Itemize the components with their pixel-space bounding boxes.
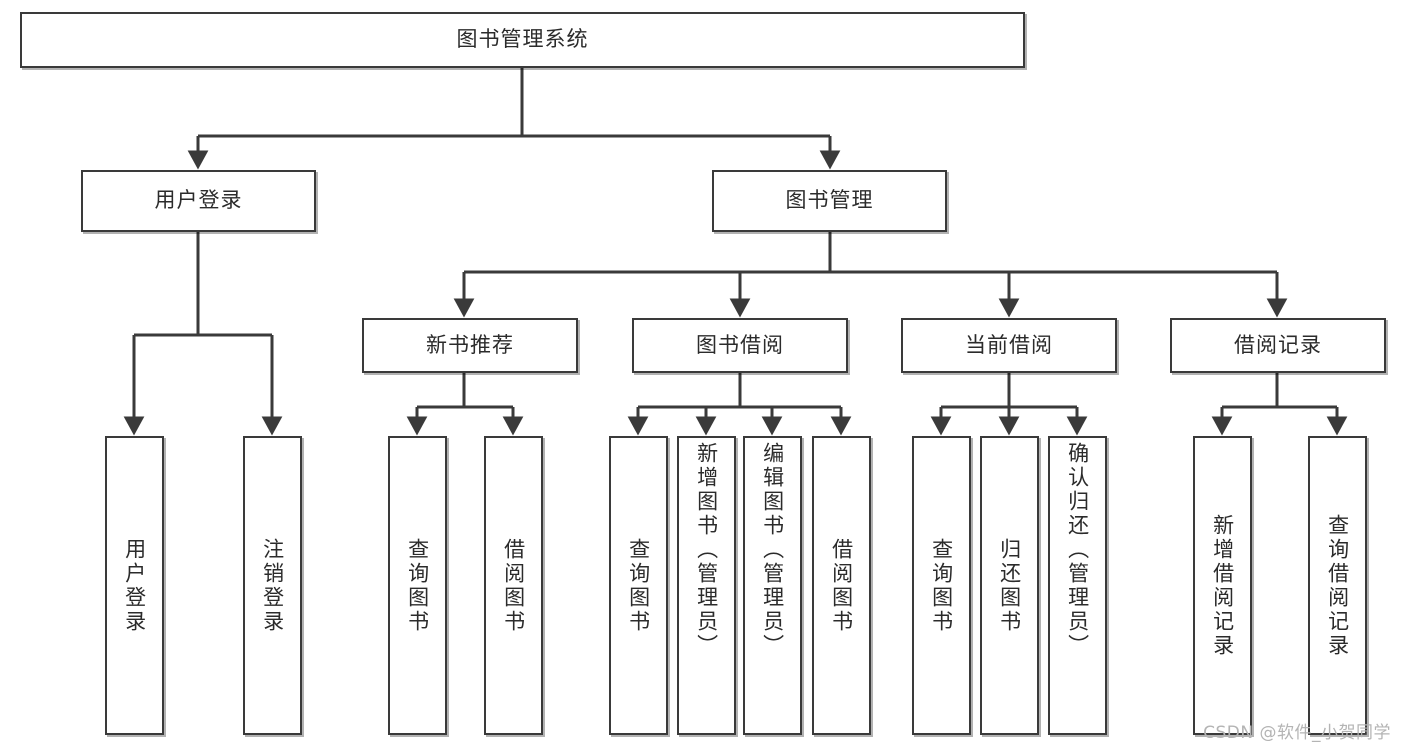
node-root[interactable]: 图书管理系统 bbox=[20, 12, 1025, 68]
node-leaf-logout-label: 注销登录 bbox=[260, 537, 285, 634]
node-leaf-borrow-book-2-label: 借阅图书 bbox=[829, 537, 854, 634]
node-leaf-query-book-2-label: 查询图书 bbox=[626, 537, 651, 634]
node-leaf-user-login[interactable]: 用户登录 bbox=[105, 436, 164, 735]
node-leaf-query-book-1[interactable]: 查询图书 bbox=[388, 436, 447, 735]
node-current-borrow-label: 当前借阅 bbox=[965, 332, 1053, 357]
node-leaf-return-book-label: 归还图书 bbox=[997, 537, 1022, 634]
node-leaf-borrow-book-1[interactable]: 借阅图书 bbox=[484, 436, 543, 735]
node-new-book-recommend[interactable]: 新书推荐 bbox=[362, 318, 578, 373]
node-leaf-add-book-label: 新增图书（管理员） bbox=[694, 442, 719, 658]
node-book-manage[interactable]: 图书管理 bbox=[712, 170, 947, 232]
node-leaf-borrow-book-2[interactable]: 借阅图书 bbox=[812, 436, 871, 735]
node-leaf-query-book-3-label: 查询图书 bbox=[929, 537, 954, 634]
node-leaf-confirm-return[interactable]: 确认归还（管理员） bbox=[1048, 436, 1107, 735]
node-user-login-label: 用户登录 bbox=[154, 188, 243, 213]
node-leaf-query-record-label: 查询借阅记录 bbox=[1325, 513, 1350, 658]
node-leaf-logout[interactable]: 注销登录 bbox=[243, 436, 302, 735]
node-root-label: 图书管理系统 bbox=[456, 27, 589, 52]
node-leaf-edit-book-label: 编辑图书（管理员） bbox=[760, 442, 785, 658]
node-leaf-query-book-3[interactable]: 查询图书 bbox=[912, 436, 971, 735]
node-leaf-add-book[interactable]: 新增图书（管理员） bbox=[677, 436, 736, 735]
node-leaf-query-record[interactable]: 查询借阅记录 bbox=[1308, 436, 1367, 735]
node-book-manage-label: 图书管理 bbox=[785, 188, 874, 213]
node-book-borrow-label: 图书借阅 bbox=[696, 332, 784, 357]
node-leaf-user-login-label: 用户登录 bbox=[122, 537, 147, 634]
node-leaf-query-book-2[interactable]: 查询图书 bbox=[609, 436, 668, 735]
watermark: CSDN @软件_小贺同学 bbox=[1203, 723, 1391, 743]
node-current-borrow[interactable]: 当前借阅 bbox=[901, 318, 1117, 373]
node-leaf-edit-book[interactable]: 编辑图书（管理员） bbox=[743, 436, 802, 735]
node-new-book-recommend-label: 新书推荐 bbox=[426, 332, 514, 357]
node-borrow-record[interactable]: 借阅记录 bbox=[1170, 318, 1386, 373]
node-borrow-record-label: 借阅记录 bbox=[1234, 332, 1322, 357]
node-book-borrow[interactable]: 图书借阅 bbox=[632, 318, 848, 373]
node-leaf-add-record-label: 新增借阅记录 bbox=[1210, 513, 1235, 658]
node-leaf-borrow-book-1-label: 借阅图书 bbox=[501, 537, 526, 634]
node-leaf-return-book[interactable]: 归还图书 bbox=[980, 436, 1039, 735]
node-leaf-confirm-return-label: 确认归还（管理员） bbox=[1065, 442, 1090, 658]
node-leaf-add-record[interactable]: 新增借阅记录 bbox=[1193, 436, 1252, 735]
node-leaf-query-book-1-label: 查询图书 bbox=[405, 537, 430, 634]
node-user-login[interactable]: 用户登录 bbox=[81, 170, 316, 232]
